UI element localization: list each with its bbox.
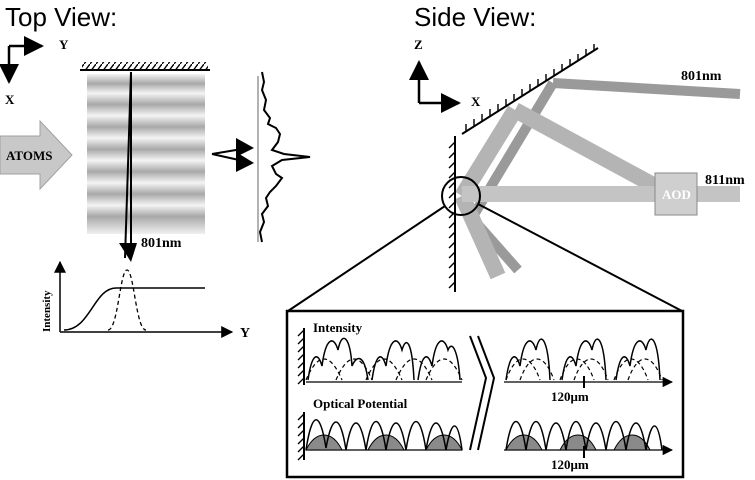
top-mirror	[80, 62, 210, 71]
aod-label: AOD	[662, 187, 691, 202]
inset-intensity-left	[305, 337, 463, 383]
side-view-title: Side View:	[414, 2, 536, 32]
zoom-callout	[287, 176, 683, 312]
inset-potential-left	[305, 419, 463, 451]
side-beams	[454, 78, 741, 280]
inset-box	[285, 309, 685, 479]
spacing-bottom-label: 120μm	[551, 457, 589, 472]
top-axis-x-label: X	[5, 92, 15, 107]
atoms-arrow: ATOMS	[0, 119, 73, 191]
side-axis-z-label: Z	[414, 37, 423, 52]
inset-potential-label: Optical Potential	[313, 396, 408, 411]
axis-break-mark	[469, 335, 496, 451]
top-axis-indicator: Y X	[0, 36, 69, 107]
top-view-title: Top View:	[5, 2, 117, 32]
intensity-plot: Intensity Y	[41, 260, 250, 341]
side-beam1-label: 801nm	[681, 69, 722, 84]
inset-intensity-label: Intensity	[313, 320, 363, 335]
aod-box: AOD	[654, 172, 698, 216]
interference-pattern	[87, 74, 205, 234]
inset-potential-right: 120μm	[504, 420, 674, 472]
double-arrow	[211, 138, 254, 172]
top-beam: 801nm	[119, 71, 182, 262]
spacing-top-label: 120μm	[551, 389, 589, 404]
side-axis-x-label: X	[471, 94, 481, 109]
intensity-profile-trace	[257, 71, 311, 243]
plot-xlabel: Y	[240, 326, 250, 341]
top-beam-label: 801nm	[141, 236, 182, 251]
atoms-label: ATOMS	[6, 148, 52, 163]
inset-intensity-right: 120μm	[504, 338, 674, 404]
side-beam2-label: 811nm	[705, 173, 745, 188]
side-tilted-mirror	[461, 44, 599, 135]
top-axis-y-label: Y	[59, 37, 69, 52]
inset-wall-bottom	[297, 412, 305, 461]
plot-ylabel: Intensity	[41, 290, 53, 332]
side-axis-indicator: Z X	[409, 37, 481, 113]
inset-wall-top	[297, 328, 305, 385]
